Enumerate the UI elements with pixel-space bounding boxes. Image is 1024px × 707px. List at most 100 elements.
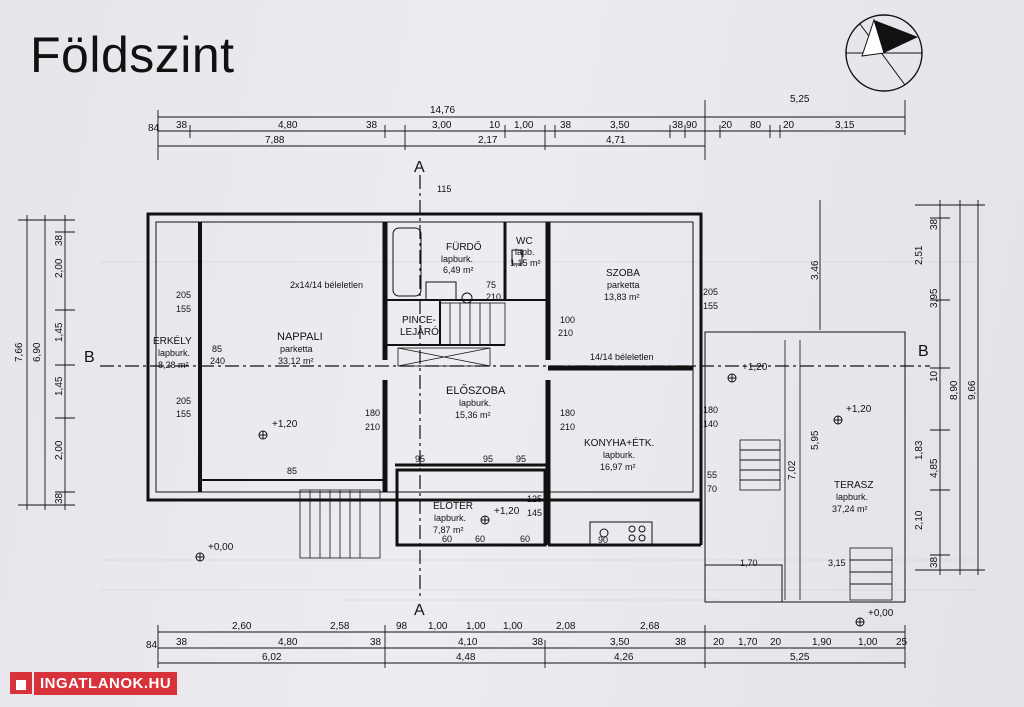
- op-145: 145: [527, 508, 542, 518]
- dim-top-217: 2,17: [478, 135, 498, 146]
- section-b-left: B: [84, 349, 95, 366]
- room-nappali-name: NAPPALI: [277, 331, 323, 343]
- section-lines: [100, 175, 930, 600]
- op-140: 140: [703, 419, 718, 429]
- level-terrace-b: +1,20: [846, 404, 872, 415]
- dim-top-350: 3,50: [610, 120, 630, 131]
- op-55: 55: [707, 470, 717, 480]
- dim-bot-350: 3,50: [610, 637, 630, 648]
- dim-top-38c: 38: [560, 120, 572, 131]
- op-205a: 205: [176, 290, 191, 300]
- room-erkely-floor: lapburk.: [158, 348, 190, 358]
- op-95a: 95: [415, 454, 425, 464]
- dim-left-38a: 38: [54, 234, 65, 246]
- dim-bot-426: 4,26: [614, 652, 634, 663]
- watermark-logo: INGATLANOK.HU: [10, 670, 178, 696]
- dim-left-200a: 2,00: [54, 258, 65, 278]
- op-210b: 210: [560, 422, 575, 432]
- background-lines: [100, 261, 980, 601]
- dim-top-300: 3,00: [432, 120, 452, 131]
- section-a-bottom: A: [414, 602, 425, 619]
- opening-dimensions: 205 155 205 155 85 240 180 210 180 210 2…: [176, 184, 846, 568]
- dim-bot-448: 4,48: [456, 652, 476, 663]
- level-terrace-a: +1,20: [742, 362, 768, 373]
- top-dimension-texts: 14,76 5,25 84 38 4,80 38 3,00 10 1,00 38…: [148, 94, 855, 146]
- entrance-steps: [299, 489, 381, 559]
- dim-bot-260: 2,60: [232, 621, 252, 632]
- dim-right-485: 4,85: [929, 458, 940, 478]
- op-60c: 60: [520, 534, 530, 544]
- room-erkely-name: ERKÉLY: [153, 334, 192, 347]
- op-125: 125: [527, 494, 542, 504]
- dim-top-38b: 38: [366, 120, 378, 131]
- dim-left-690: 6,90: [32, 342, 43, 362]
- walls: [146, 212, 703, 547]
- op-180a: 180: [365, 408, 380, 418]
- room-wc-name: WC: [516, 236, 533, 247]
- bottom-dimension-texts: 2,60 2,58 98 1,00 1,00 1,00 2,08 2,68 84…: [146, 621, 908, 663]
- op-85a: 85: [212, 344, 222, 354]
- op-205b: 205: [176, 396, 191, 406]
- bathroom-fixtures: [392, 227, 523, 304]
- room-nappali-floor: parketta: [280, 344, 313, 354]
- op-210c: 210: [558, 328, 573, 338]
- room-szoba-area: 13,83 m²: [604, 292, 640, 302]
- dim-right-595: 5,95: [810, 430, 821, 450]
- op-205c: 205: [703, 287, 718, 297]
- dim-right-395: 3,95: [929, 288, 940, 308]
- dim-right-210: 2,10: [914, 510, 925, 530]
- dim-bot-208: 2,08: [556, 621, 576, 632]
- op-180c: 180: [703, 405, 718, 415]
- left-dimension-texts: 7,66 6,90 38 2,00 1,45 1,45 2,00 38: [14, 234, 65, 504]
- dim-top-38d: 38: [672, 120, 684, 131]
- level-markers: +1,20 +1,20 +1,20 +1,20 +0,00 +0,00: [195, 362, 894, 627]
- room-eloszoba-area: 15,36 m²: [455, 410, 491, 420]
- room-eloter-floor: lapburk.: [434, 513, 466, 523]
- dim-top-20a: 20: [721, 120, 733, 131]
- dim-top-20b: 20: [783, 120, 795, 131]
- dim-bot-25: 25: [896, 637, 908, 648]
- op-85b: 85: [287, 466, 297, 476]
- op-170: 1,70: [740, 558, 758, 568]
- dim-right-38b: 38: [929, 556, 940, 568]
- dim-bot-98: 98: [396, 621, 408, 632]
- room-eloszoba-floor: lapburk.: [459, 398, 491, 408]
- dim-top-10: 10: [489, 120, 501, 131]
- dim-right-10: 10: [929, 370, 940, 382]
- room-furdo-area: 6,49 m²: [443, 265, 474, 275]
- room-szoba-name: SZOBA: [606, 268, 640, 279]
- op-315: 3,15: [828, 558, 846, 568]
- room-terasz-name: TERASZ: [834, 480, 873, 491]
- dim-right-702: 7,02: [787, 460, 798, 480]
- level-marker-icon: [195, 552, 205, 562]
- room-pince-name: PINCE-: [402, 315, 436, 326]
- dim-left-145a: 1,45: [54, 322, 65, 342]
- house-icon: [10, 672, 32, 694]
- stair-note-1x: 14/14 béleletlen: [590, 352, 654, 362]
- room-nappali-area: 33,12 m²: [278, 356, 314, 366]
- level-marker-icon: [855, 617, 865, 627]
- dim-bot-20b: 20: [770, 637, 782, 648]
- dim-left-145b: 1,45: [54, 376, 65, 396]
- dim-bot-525: 5,25: [790, 652, 810, 663]
- op-155a: 155: [176, 304, 191, 314]
- room-terasz-area: 37,24 m²: [832, 504, 868, 514]
- right-dimension-texts: 3,46 38 2,51 3,95 10 1,83 2,10 38 8,90 9…: [787, 218, 978, 568]
- op-180b: 180: [560, 408, 575, 418]
- op-95b: 95: [483, 454, 493, 464]
- stair-note-2x: 2x14/14 béleletlen: [290, 280, 363, 290]
- dim-bot-20a: 20: [713, 637, 725, 648]
- dim-bot-170: 1,70: [738, 637, 758, 648]
- op-60b: 60: [475, 534, 485, 544]
- op-95c: 95: [516, 454, 526, 464]
- dim-bot-84: 84: [146, 640, 158, 651]
- dim-bot-100d: 1,00: [858, 637, 878, 648]
- room-konyha-floor: lapburk.: [603, 450, 635, 460]
- dim-top-100: 1,00: [514, 120, 534, 131]
- room-eloter-name: ELŐTÉR: [433, 498, 473, 512]
- op-75a: 75: [486, 280, 496, 290]
- level-ground-a: +0,00: [208, 542, 234, 553]
- dim-right-346: 3,46: [810, 260, 821, 280]
